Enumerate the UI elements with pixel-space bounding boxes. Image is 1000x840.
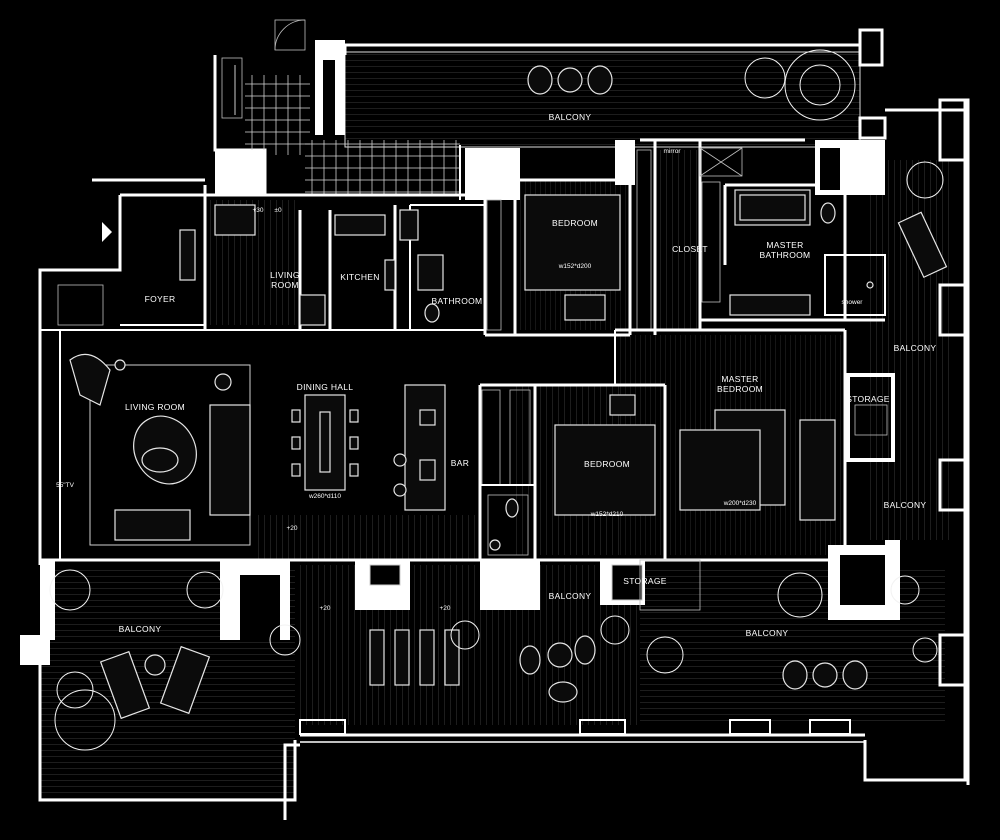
label-balcony-bottom-right: BALCONY	[746, 628, 789, 638]
label-mirror: mirror	[664, 148, 682, 155]
level-floor-mid: +20	[286, 525, 297, 532]
label-closet: CLOSET	[672, 244, 708, 254]
label-bedroom-1-size: w152*d200	[558, 263, 592, 270]
interior-walls	[20, 28, 967, 735]
label-bedroom-2-size: w152*d210	[590, 511, 624, 518]
utility-area	[215, 19, 520, 200]
landscape	[49, 49, 948, 751]
level-bal-2: +20	[439, 605, 450, 612]
level-living-top: +30	[252, 207, 263, 214]
level-bal-1: +20	[319, 605, 330, 612]
label-tv: 55"TV	[56, 482, 75, 489]
label-kitchen: KITCHEN	[340, 272, 379, 282]
balcony-decks	[40, 51, 950, 800]
label-balcony-top: BALCONY	[549, 112, 592, 122]
label-master-size: w200*d230	[723, 500, 757, 507]
label-living-room: LIVING ROOM	[125, 402, 185, 412]
level-living-top-2: ±0	[274, 207, 282, 214]
label-shower: shower	[842, 299, 864, 306]
label-foyer: FOYER	[145, 294, 176, 304]
label-dining-size: w260*d110	[308, 493, 341, 500]
furniture	[69, 194, 836, 546]
label-bedroom-1: BEDROOM	[552, 218, 598, 228]
label-storage-bottom: STORAGE	[623, 576, 667, 586]
label-balcony-bottom-mid: BALCONY	[549, 591, 592, 601]
label-bar: BAR	[451, 458, 469, 468]
level-marks: +30 ±0 +20 +20 +20	[252, 207, 450, 612]
label-dining-hall: DINING HALL	[297, 382, 354, 392]
label-bedroom-2: BEDROOM	[584, 459, 630, 469]
label-balcony-bottom-left: BALCONY	[119, 624, 162, 634]
label-balcony-right-1: BALCONY	[894, 343, 937, 353]
label-bathroom: BATHROOM	[432, 296, 483, 306]
label-balcony-right-2: BALCONY	[884, 500, 927, 510]
label-storage-right: STORAGE	[846, 394, 890, 404]
